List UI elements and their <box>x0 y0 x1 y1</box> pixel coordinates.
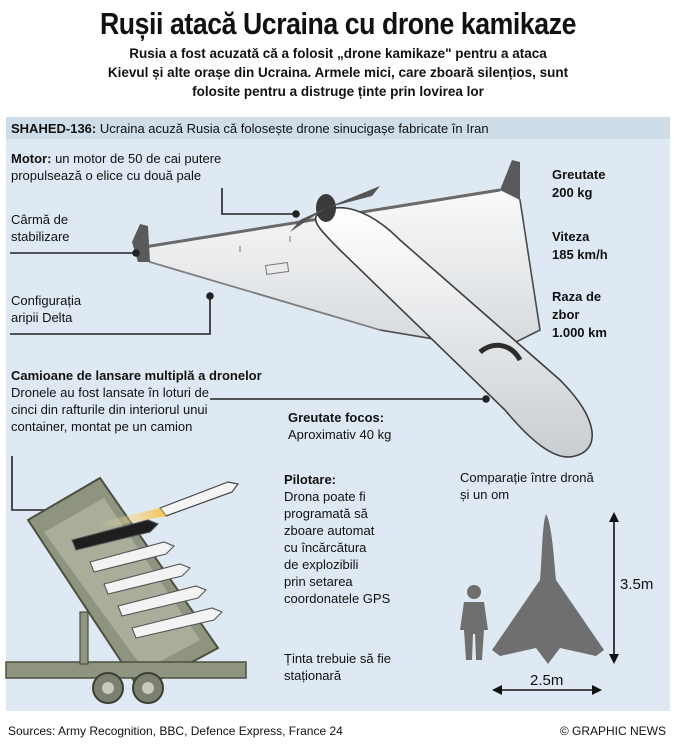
spec-range: Raza de zbor 1.000 km <box>552 288 607 342</box>
racked-drone <box>71 519 159 551</box>
piloting-section: Pilotare: Drona poate fi programată să z… <box>284 471 444 607</box>
piloting-line: cu încărcătura <box>284 540 367 555</box>
piloting-line: prin setarea <box>284 574 353 589</box>
spec-weight: Greutate 200 kg <box>552 166 605 202</box>
size-comparison <box>460 512 619 695</box>
motor-text: un motor de 50 de cai putere <box>55 151 222 166</box>
comparison-width: 2.5m <box>530 672 564 689</box>
piloting-line: coordonatele GPS <box>284 591 391 606</box>
racked-drone <box>89 541 175 573</box>
motor-title: Motor: <box>11 151 52 166</box>
drone-illustration <box>132 160 593 458</box>
motor-label: Motor: un motor de 50 de cai putere prop… <box>11 150 311 184</box>
spec-speed: Viteza 185 km/h <box>552 228 608 264</box>
warhead-title: Greutate focos: <box>288 410 385 425</box>
rudder-right <box>500 160 520 200</box>
banner-description: Ucraina acuză Rusia că folosește drone s… <box>99 121 489 136</box>
launchers-line: Dronele au fost lansate în loturi de <box>11 385 210 400</box>
banner-strip <box>6 117 670 139</box>
piloting-line: programată să <box>284 506 368 521</box>
launchers-section: Camioane de lansare multiplă a dronelor … <box>11 367 291 435</box>
rudder-label-line: stabilizare <box>11 229 70 244</box>
comparison-height: 3.5m <box>620 576 654 593</box>
spec-speed-label: Viteza <box>552 229 590 244</box>
credit: © GRAPHIC NEWS <box>559 724 666 738</box>
racked-drone <box>103 563 191 595</box>
propeller <box>290 186 380 232</box>
piloting-title: Pilotare: <box>284 472 337 487</box>
subtitle-line: Kievul și alte orașe din Ucraina. Armele… <box>107 65 569 80</box>
footer <box>0 718 676 750</box>
spec-speed-value: 185 km/h <box>552 247 608 262</box>
spec-weight-value: 200 kg <box>552 185 593 200</box>
piloting-note-line: Ținta trebuie să fie <box>284 651 391 666</box>
racked-drone <box>117 585 207 617</box>
warhead-label: Greutate focos: Aproximativ 40 kg <box>288 409 391 443</box>
subtitle-line: Rusia a fost acuzată că a folosit „drone… <box>129 46 547 61</box>
page-subtitle: Rusia a fost acuzată că a folosit „drone… <box>90 44 586 101</box>
spec-range-label: zbor <box>552 307 580 322</box>
wing-label-line: aripii Delta <box>11 310 73 325</box>
comparison-title: Comparație între dronă și un om <box>460 469 594 503</box>
launcher-truck <box>5 476 247 704</box>
drone-silhouette <box>492 514 604 664</box>
comparison-title-line: Comparație între dronă <box>460 470 594 485</box>
sources: Sources: Army Recognition, BBC, Defence … <box>8 724 343 738</box>
page-title: Rușii atacă Ucraina cu drone kamikaze <box>99 6 577 41</box>
wing-label-line: Configurația <box>11 293 82 308</box>
rudder-label-line: Cârmă de <box>11 212 69 227</box>
wing-label: Configurația aripii Delta <box>11 292 81 326</box>
piloting-note-line: staționară <box>284 668 342 683</box>
banner-text: SHAHED-136: Ucraina acuză Rusia că folos… <box>11 120 661 137</box>
piloting-line: de explozibili <box>284 557 359 572</box>
spec-weight-label: Greutate <box>552 167 606 182</box>
subtitle-line: folosite pentru a distruge ținte prin lo… <box>192 84 484 99</box>
piloting-note: Ținta trebuie să fie staționară <box>284 650 391 684</box>
launchers-title: Camioane de lansare multiplă a dronelor <box>11 368 262 383</box>
piloting-line: Drona poate fi <box>284 489 366 504</box>
spec-range-label: Raza de <box>552 289 602 304</box>
piloting-line: zboare automat <box>284 523 375 538</box>
launchers-line: cinci din rafturile din interiorul unui <box>11 402 208 417</box>
motor-text: propulsează o elice cu două pale <box>11 168 202 183</box>
comparison-title-line: și un om <box>460 487 510 502</box>
warhead-value: Aproximativ 40 kg <box>288 427 392 442</box>
banner-model: SHAHED-136: <box>11 121 97 136</box>
racked-drone <box>131 607 223 639</box>
rudder-label: Cârmă de stabilizare <box>11 211 70 245</box>
human-silhouette <box>460 585 488 660</box>
launchers-line: container, montat pe un camion <box>11 419 193 434</box>
spec-range-value: 1.000 km <box>552 325 607 340</box>
launching-drone <box>159 481 240 517</box>
drone-fuselage <box>314 207 593 458</box>
